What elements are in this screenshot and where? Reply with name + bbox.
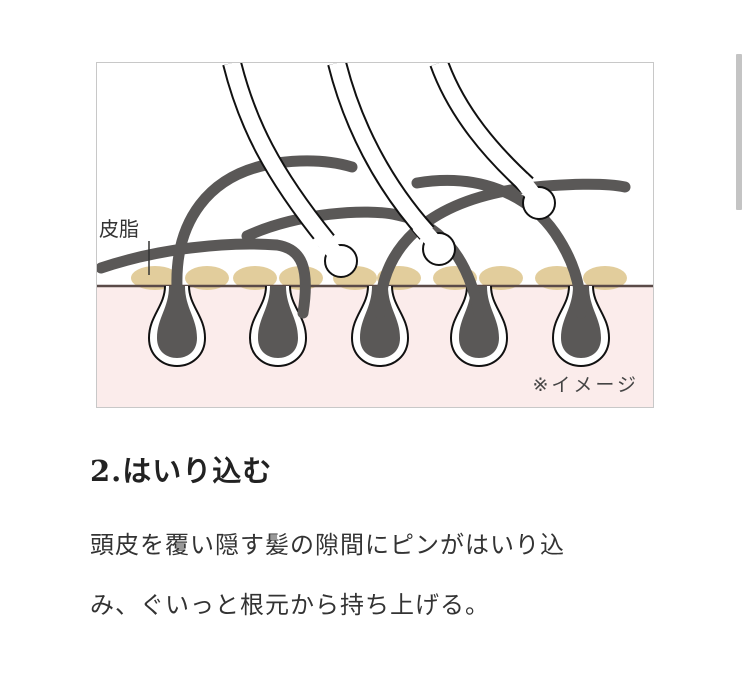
illustration-svg — [97, 63, 653, 407]
body-line-1: 頭皮を覆い隠す髪の隙間にピンがはいり込 — [90, 531, 565, 559]
scrollbar-thumb[interactable] — [736, 54, 742, 210]
pins — [222, 63, 556, 278]
section-heading: 2.はいり込む — [90, 454, 273, 488]
body-line-2: み、ぐいっと根元から持ち上げる。 — [90, 591, 490, 619]
hair-strands — [97, 155, 631, 319]
image-note: ※イメージ — [532, 374, 639, 396]
hair-follicles — [147, 285, 611, 368]
sebum-label: 皮脂 — [99, 217, 139, 241]
section-body: 頭皮を覆い隠す髪の隙間にピンがはいり込 み、ぐいっと根元から持ち上げる。 — [90, 515, 680, 635]
hair-pin-illustration: 皮脂 ※イメージ — [96, 62, 654, 408]
